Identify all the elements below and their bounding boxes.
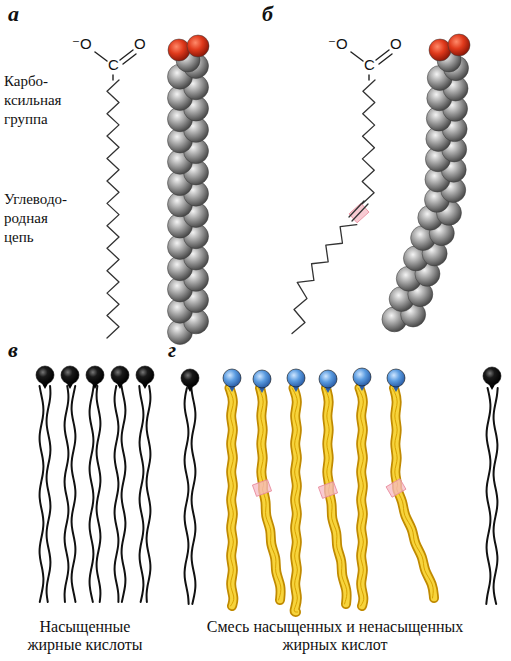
atom-symbol: O [390,36,402,53]
atom-symbol: C [108,57,119,74]
single-bond [95,52,107,61]
panel-letter: а [8,2,19,26]
saturated-tail [191,388,195,604]
polar-head [253,370,271,388]
cis-double-bond [349,201,364,217]
oxygen-atoms [168,35,209,61]
saturated-tail [40,386,44,602]
saturated-tail [47,386,51,602]
polar-head [223,369,241,387]
tail-texture [292,388,298,612]
polar-head [353,368,371,386]
saturated-tail [97,386,101,602]
chain-bond [368,75,369,80]
saturated-tail [72,386,76,602]
oxygen-atoms-atom [429,39,451,61]
saturated-tail [494,388,498,604]
panel-letter: б [262,2,273,26]
saturated-head [136,366,154,384]
hydrocarbon-chain [362,80,375,204]
atom-symbol: C [364,57,375,74]
atom-symbol: O [134,36,146,53]
saturated-tail [147,386,151,602]
oxygen-atoms-atom [168,39,190,61]
saturated-head [181,369,199,387]
single-bond [351,52,363,61]
double-bond-highlight [386,479,406,497]
saturated-head [36,366,54,384]
saturated-tail [90,386,94,602]
oxygen-atoms-atom [448,34,470,56]
part-label: Карбо- ксильная группа [4,72,62,128]
hydrocarbon-chain [292,225,357,334]
space-filling-chain [168,54,209,345]
saturated-head [61,366,79,384]
oxygen-atoms [429,34,470,61]
tail-texture [358,388,364,606]
saturated-tail [115,386,119,602]
panel-caption: Насыщенные жирные кислоты [15,618,155,655]
double-bond [379,54,392,64]
atom-symbol: ⁻O [328,36,348,53]
saturated-tail [65,386,69,602]
hydrocarbon-chain [107,80,119,338]
double-bond-highlight [318,482,337,499]
space-filling-chain [382,56,469,332]
tail-texture [228,388,234,606]
chain-bond [112,75,113,80]
saturated-tail [139,386,143,602]
saturated-head [111,366,129,384]
part-label: Углеводо- родная цепь [4,190,67,246]
panel-letter: в [8,338,18,362]
atom-symbol: ⁻O [72,36,92,53]
panel-caption: Смесь насыщенных и ненасыщенных жирных к… [205,618,465,655]
double-bond [123,54,136,64]
saturated-tail [486,388,490,604]
saturated-head [483,367,501,385]
cis-double-bond [352,204,368,221]
double-bond-highlight [252,480,271,497]
panel-letter: г [168,338,176,362]
saturated-tail [121,386,125,602]
saturated-head [86,366,104,384]
polar-head [387,369,405,387]
polar-head [319,370,337,388]
polar-head [287,369,305,387]
saturated-tail [185,388,189,604]
oxygen-atoms-atom [187,35,209,57]
